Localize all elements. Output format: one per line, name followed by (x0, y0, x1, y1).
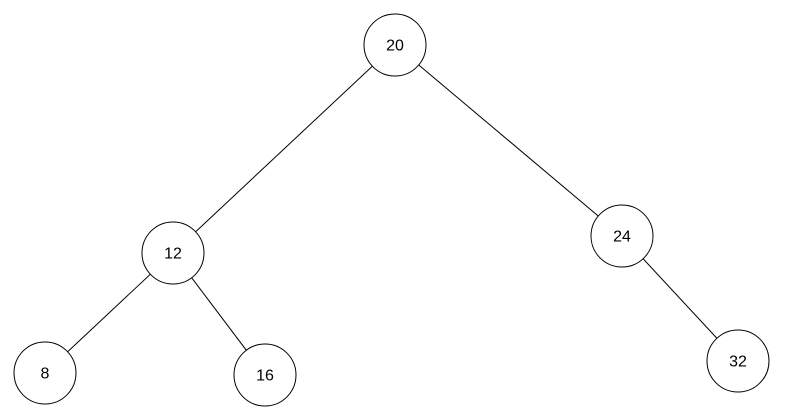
tree-node-circle-24 (590, 204, 654, 268)
tree-node-circle-12 (141, 221, 205, 285)
tree-node-circle-20 (363, 13, 427, 77)
tree-node-label-24: 24 (613, 229, 631, 246)
tree-node-24: 24 (590, 204, 654, 268)
tree-edge-n20-n24 (394, 44, 623, 237)
tree-edge-n20-n12 (172, 44, 396, 254)
tree-node-circle-32 (706, 329, 770, 393)
tree-node-8: 8 (13, 341, 77, 405)
tree-node-circle-8 (13, 341, 77, 405)
tree-node-32: 32 (706, 329, 770, 393)
tree-node-label-12: 12 (164, 246, 182, 263)
tree-nodes-layer: 20 12 24 8 16 32 (13, 13, 770, 407)
tree-node-label-32: 32 (729, 354, 747, 371)
tree-node-label-8: 8 (41, 366, 50, 383)
tree-node-12: 12 (141, 221, 205, 285)
tree-node-20: 20 (363, 13, 427, 77)
tree-node-label-16: 16 (256, 368, 274, 385)
tree-node-16: 16 (233, 343, 297, 407)
tree-node-circle-16 (233, 343, 297, 407)
tree-node-label-20: 20 (386, 38, 404, 55)
